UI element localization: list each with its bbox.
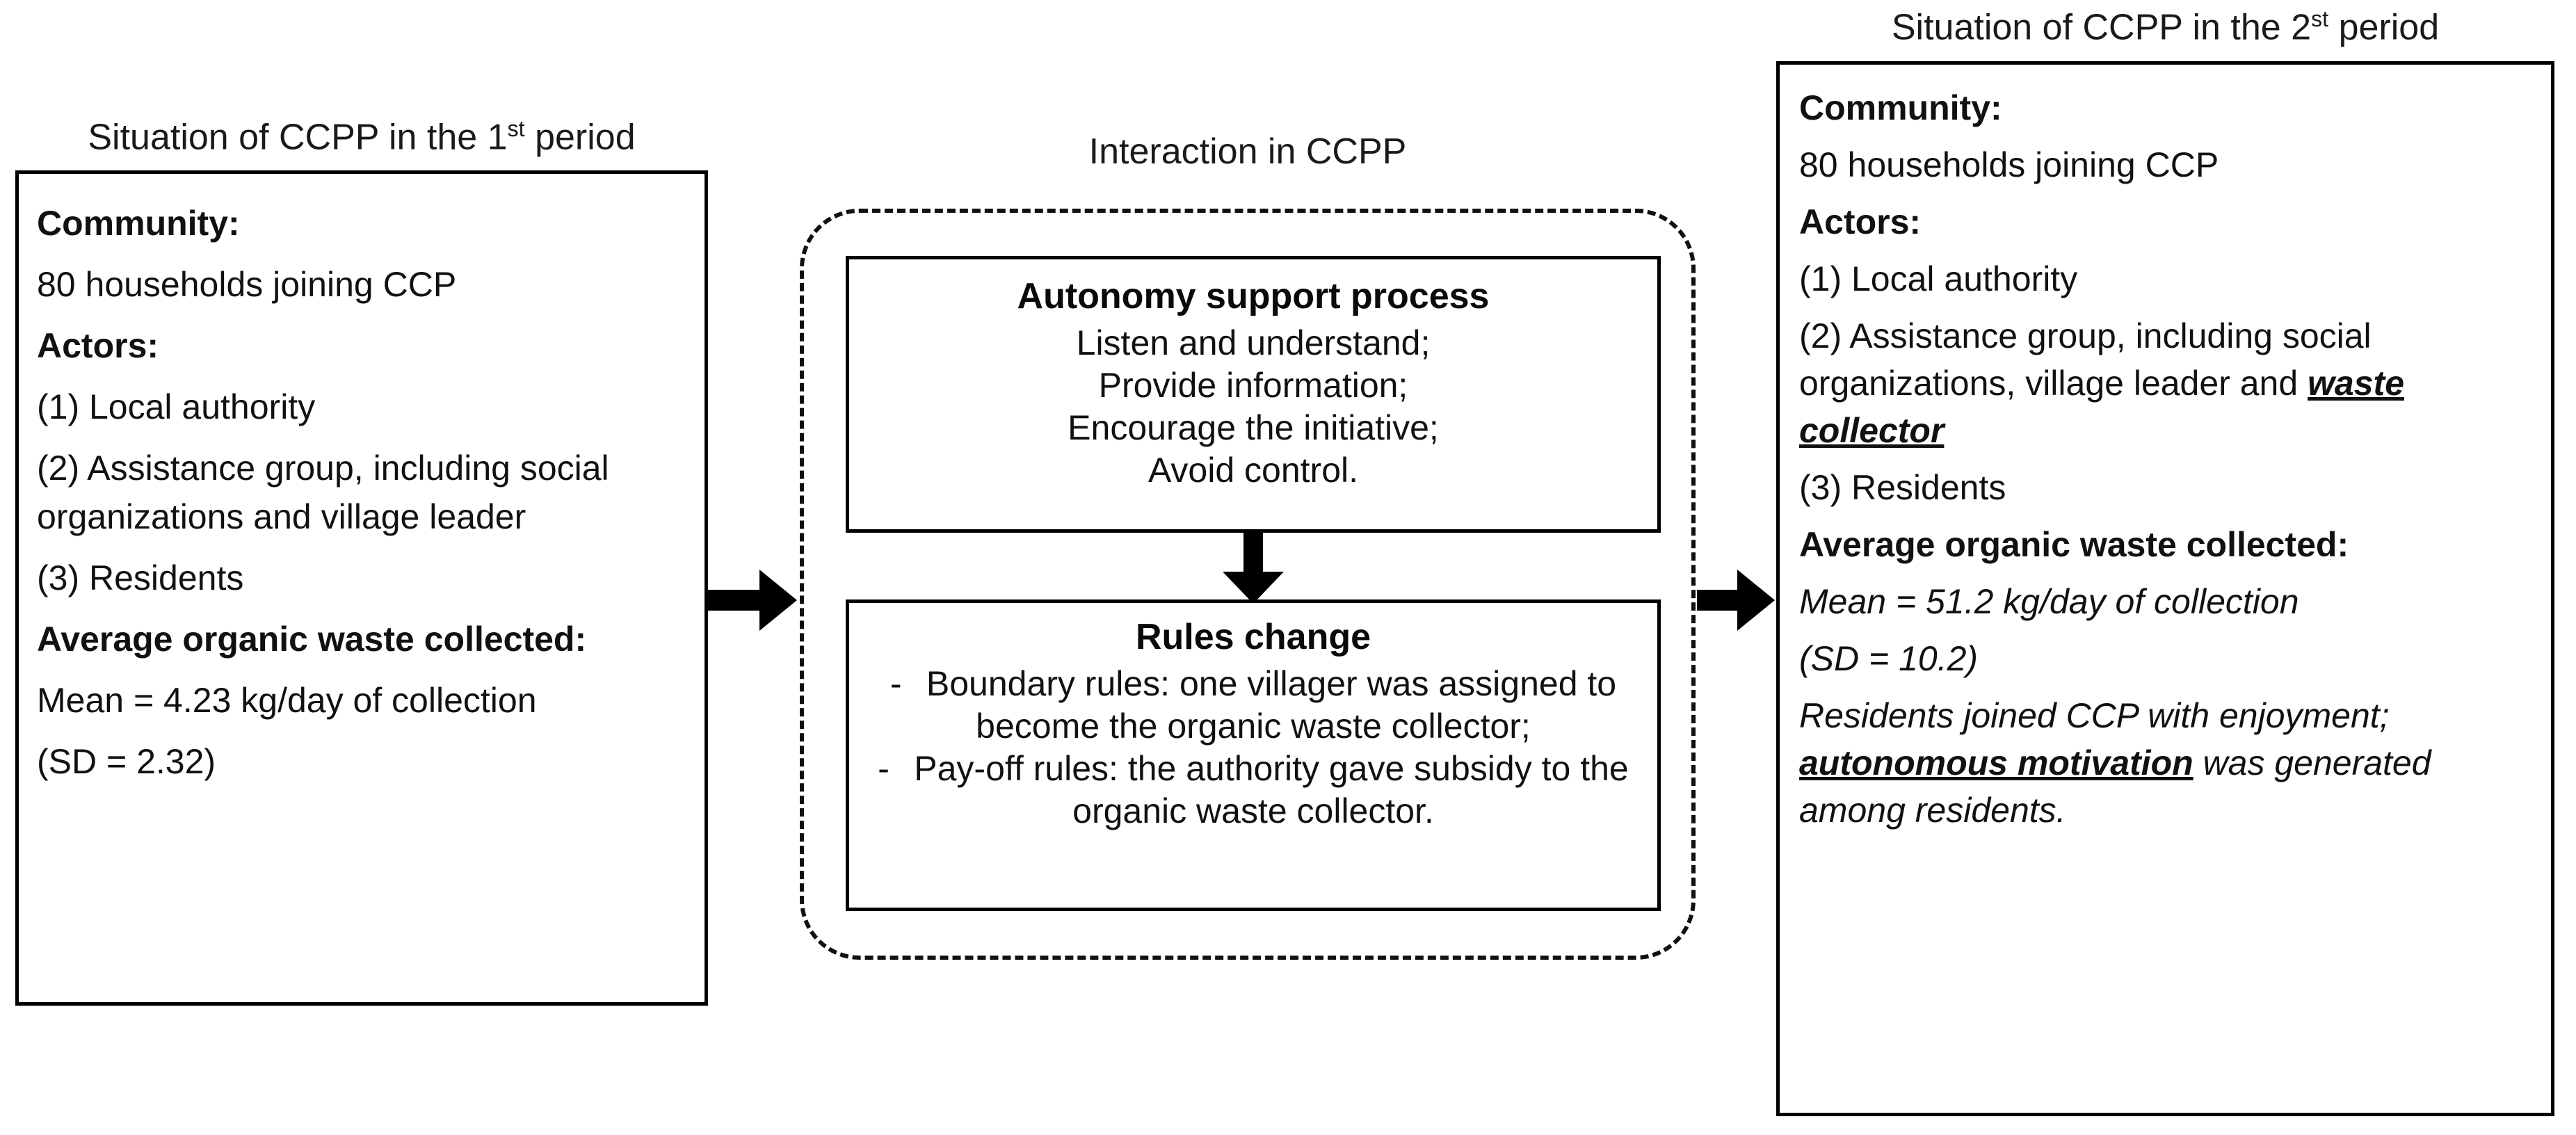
interaction-to-second-period-arrow-icon [1697,570,1775,631]
right-outcome-part2: was generated among residents. [1799,743,2431,830]
left-community-heading: Community: [37,204,240,243]
right-actor-3: (3) Residents [1799,468,2006,507]
left-actors-heading: Actors: [37,326,159,365]
right-title-ordinal-suffix: st [2311,6,2329,31]
right-title-prefix: Situation of CCPP in the [1891,7,2292,48]
right-mean-value: Mean = 51.2 kg/day of collection [1799,582,2299,621]
right-actor-1: (1) Local authority [1799,259,2078,298]
bullet-marker-2: - [878,749,889,789]
left-sd-value: (SD = 2.32) [37,742,216,781]
rules-bullet-2-text: Pay-off rules: the authority gave subsid… [914,749,1629,831]
left-title-ordinal-number: 1 [487,117,508,158]
left-mean-value: Mean = 4.23 kg/day of collection [37,681,537,720]
right-sd-value: (SD = 10.2) [1799,639,1979,678]
right-outcome-emphasis: autonomous motivation [1799,743,2193,782]
left-title-ordinal-suffix: st [507,116,525,141]
right-community-heading: Community: [1799,88,2002,127]
right-title-suffix: period [2328,7,2440,48]
rules-bullet-1-text: Boundary rules: one villager was assigne… [926,664,1617,746]
rules-bullet-1: -Boundary rules: one villager was assign… [849,663,1657,748]
autonomy-support-process-box: Autonomy support process Listen and unde… [846,256,1661,533]
left-waste-heading: Average organic waste collected: [37,620,587,659]
autonomy-item-2: Provide information; [1098,366,1408,405]
right-outcome-statement: Residents joined CCP with enjoyment; aut… [1799,692,2531,834]
right-actor-2: (2) Assistance group, including social o… [1799,312,2531,454]
rules-change-box: Rules change -Boundary rules: one villag… [846,599,1661,911]
first-period-to-interaction-arrow-icon [708,570,797,631]
right-community-value: 80 households joining CCP [1799,145,2219,184]
left-title-prefix: Situation of CCPP in the [88,117,488,158]
right-title-ordinal-number: 2 [2291,7,2312,48]
first-period-panel: Community: 80 households joining CCP Act… [15,170,708,1006]
right-actor-2-emphasis: waste collector [1799,364,2404,450]
autonomy-box-heading: Autonomy support process [1017,276,1490,316]
left-community-value: 80 households joining CCP [37,265,457,304]
autonomy-item-1: Listen and understand; [1076,323,1431,363]
left-column-title: Situation of CCPP in the 1st period [15,116,708,158]
rules-box-heading: Rules change [1135,617,1371,657]
right-actor-2-plain: (2) Assistance group, including social o… [1799,316,2372,403]
left-actor-3: (3) Residents [37,558,244,597]
left-actor-1: (1) Local authority [37,387,316,426]
right-column-title: Situation of CCPP in the 2st period [1776,6,2554,48]
rules-bullet-2: -Pay-off rules: the authority gave subsi… [849,748,1657,832]
autonomy-to-rules-arrow-icon [1223,533,1284,604]
interaction-boundary [800,209,1696,960]
middle-column-title: Interaction in CCPP [1088,131,1407,172]
right-actors-heading: Actors: [1799,202,1922,241]
left-actor-2: (2) Assistance group, including social o… [37,449,609,536]
second-period-panel: Community: 80 households joining CCP Act… [1776,61,2554,1116]
right-waste-heading: Average organic waste collected: [1799,525,2349,564]
bullet-marker-1: - [889,664,902,704]
autonomy-item-3: Encourage the initiative; [1068,408,1439,448]
autonomy-item-4: Avoid control. [1148,451,1359,490]
left-title-suffix: period [524,117,636,158]
right-outcome-part1: Residents joined CCP with enjoyment; [1799,696,2390,735]
